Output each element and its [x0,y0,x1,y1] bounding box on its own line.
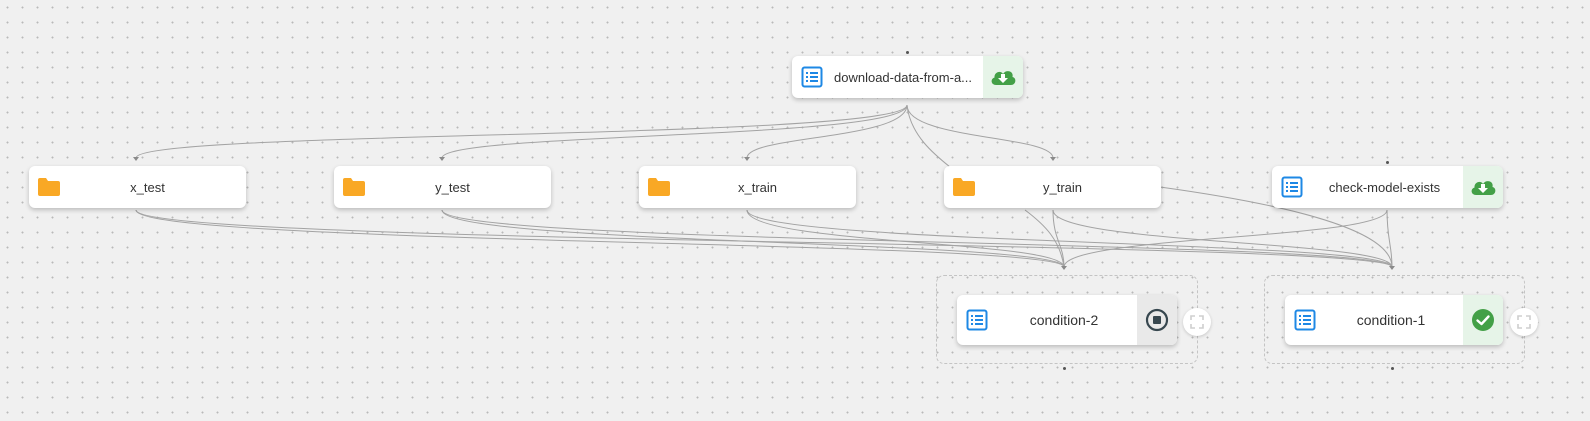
node-handle-bottom [1391,367,1394,370]
list-icon [1285,309,1325,331]
node-x_test[interactable]: x_test [29,166,246,208]
node-handle-bottom [1063,367,1066,370]
expand-icon [1190,315,1204,329]
expand-button-condition-2[interactable] [1183,308,1211,336]
node-label: x_train [737,179,778,195]
node-condition-1[interactable]: condition-1 [1285,295,1503,345]
node-label: download-data-from-a... [834,69,973,85]
node-check-model-exists[interactable]: check-model-exists [1272,166,1503,208]
edge-download-y_test [441,104,908,159]
cloud-download-icon [983,56,1023,98]
folder-icon [944,177,984,197]
node-handle-top [906,51,909,54]
edge-download-y_train [906,104,1054,159]
edge-y_train-condition-2-b [1024,209,1065,268]
expand-button-condition-1[interactable] [1510,308,1538,336]
edge-y_test-condition-1 [441,209,1393,268]
edge-x_train-condition-2 [746,209,1065,268]
cloud-download-icon [1463,166,1503,208]
folder-icon [334,177,374,197]
node-handle-top [1386,161,1389,164]
node-y_train[interactable]: y_train [944,166,1161,208]
edge-download-x_test [135,104,908,159]
list-icon [957,309,997,331]
node-label: condition-1 [1356,312,1426,328]
node-condition-2[interactable]: condition-2 [957,295,1177,345]
edge-download-y_train-2 [906,104,951,168]
node-label: x_test [130,179,165,195]
list-icon [792,66,832,88]
edge-x_train-condition-1 [746,209,1393,268]
folder-icon [29,177,69,197]
edge-download-x_train [746,104,908,159]
node-label: y_train [1042,179,1083,195]
node-x_train[interactable]: x_train [639,166,856,208]
node-label: check-model-exists [1328,179,1441,195]
node-y_test[interactable]: y_test [334,166,551,208]
expand-icon [1517,315,1531,329]
check-circle-icon [1463,295,1503,345]
edge-x_test-condition-2 [135,209,1065,268]
node-label: y_test [435,179,470,195]
node-download-data[interactable]: download-data-from-a... [792,56,1023,98]
edge-y_train-condition-1 [1052,209,1393,268]
folder-icon [639,177,679,197]
list-icon [1272,176,1312,198]
edge-x_test-condition-1 [135,209,1393,268]
stop-circle-icon [1137,295,1177,345]
node-label: condition-2 [1029,312,1099,328]
edge-y_train-condition-1-b [1159,186,1393,268]
edge-check-condition-2 [1063,209,1388,268]
edge-check-condition-1 [1386,209,1393,268]
edge-y_test-condition-2 [441,209,1065,268]
